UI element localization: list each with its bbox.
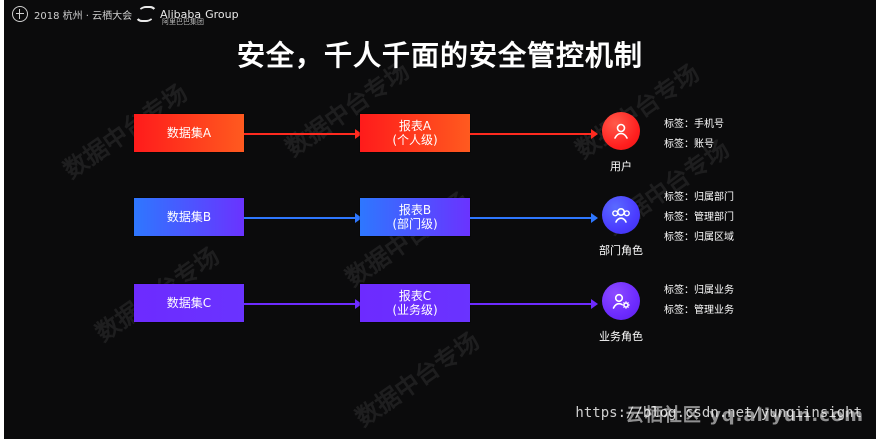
arrow-a-2 xyxy=(470,129,598,139)
business-role-label: 业务角色 xyxy=(599,330,643,343)
report-b-title: 报表B xyxy=(398,203,432,217)
user-settings-icon xyxy=(612,293,630,309)
yunqi-watermark: 云栖社区 yq.aliyun.com xyxy=(625,405,864,426)
alibaba-text: Alibaba xyxy=(160,7,202,21)
slide-title: 安全，千人千面的安全管控机制 xyxy=(236,39,643,72)
alibaba-logo: Alibaba Group 阿里巴巴集团 xyxy=(133,6,239,26)
dataset-c-label: 数据集C xyxy=(166,296,212,310)
report-b-subtitle: (部门级) xyxy=(392,217,438,231)
tag-dept-1: 标签：归属部门 xyxy=(664,192,734,203)
arrow-a-1 xyxy=(244,129,362,139)
tag-biz-1: 标签：归属业务 xyxy=(664,285,734,296)
tag-user-1: 标签：手机号 xyxy=(664,119,724,130)
report-b-box: 报表B (部门级) xyxy=(360,198,470,236)
globe-icon xyxy=(12,6,28,22)
report-a-title: 报表A xyxy=(398,119,432,133)
report-a-subtitle: (个人级) xyxy=(392,133,438,147)
arrow-b-1 xyxy=(244,213,362,223)
report-c-title: 报表C xyxy=(398,289,432,303)
department-tags: 标签：归属部门 标签：管理部门 标签：归属区域 xyxy=(664,188,734,248)
arrow-b-2 xyxy=(470,213,598,223)
report-c-box: 报表C (业务级) xyxy=(360,284,470,322)
report-a-box: 报表A (个人级) xyxy=(360,114,470,152)
group-icon xyxy=(612,207,630,223)
event-logo: 2018 杭州 · 云栖大会 xyxy=(12,6,132,22)
alibaba-sub-text: 阿里巴巴集团 xyxy=(162,18,204,26)
department-role-label: 部门角色 xyxy=(599,244,643,257)
report-c-subtitle: (业务级) xyxy=(392,303,438,317)
dataset-b-label: 数据集B xyxy=(166,210,212,224)
csdn-watermark: https://blog.csdn.net/yunqiinsight xyxy=(575,405,862,421)
business-tags: 标签：归属业务 标签：管理业务 xyxy=(664,281,734,321)
slide: 2018 杭州 · 云栖大会 Alibaba Group 阿里巴巴集团 安全，千… xyxy=(4,0,876,439)
user-icon xyxy=(614,123,628,139)
dataset-c-box: 数据集C xyxy=(134,284,244,322)
tag-dept-3: 标签：归属区域 xyxy=(664,232,734,243)
user-tags: 标签：手机号 标签：账号 xyxy=(664,115,724,155)
arrow-c-2 xyxy=(470,299,598,309)
dataset-a-box: 数据集A xyxy=(134,114,244,152)
tag-biz-2: 标签：管理业务 xyxy=(664,305,734,316)
user-node xyxy=(602,112,640,150)
arrow-c-1 xyxy=(244,299,362,309)
business-role-node xyxy=(602,282,640,320)
alibaba-mark-icon xyxy=(133,6,159,22)
department-role-node xyxy=(602,196,640,234)
dataset-a-label: 数据集A xyxy=(166,126,212,140)
watermark-text-7: 数据中台专场 xyxy=(350,326,485,433)
user-node-label: 用户 xyxy=(610,160,632,173)
event-text: 2018 杭州 · 云栖大会 xyxy=(34,10,133,22)
tag-dept-2: 标签：管理部门 xyxy=(664,212,734,223)
alibaba-group-text: Group xyxy=(205,7,239,21)
tag-user-2: 标签：账号 xyxy=(664,139,714,150)
dataset-b-box: 数据集B xyxy=(134,198,244,236)
